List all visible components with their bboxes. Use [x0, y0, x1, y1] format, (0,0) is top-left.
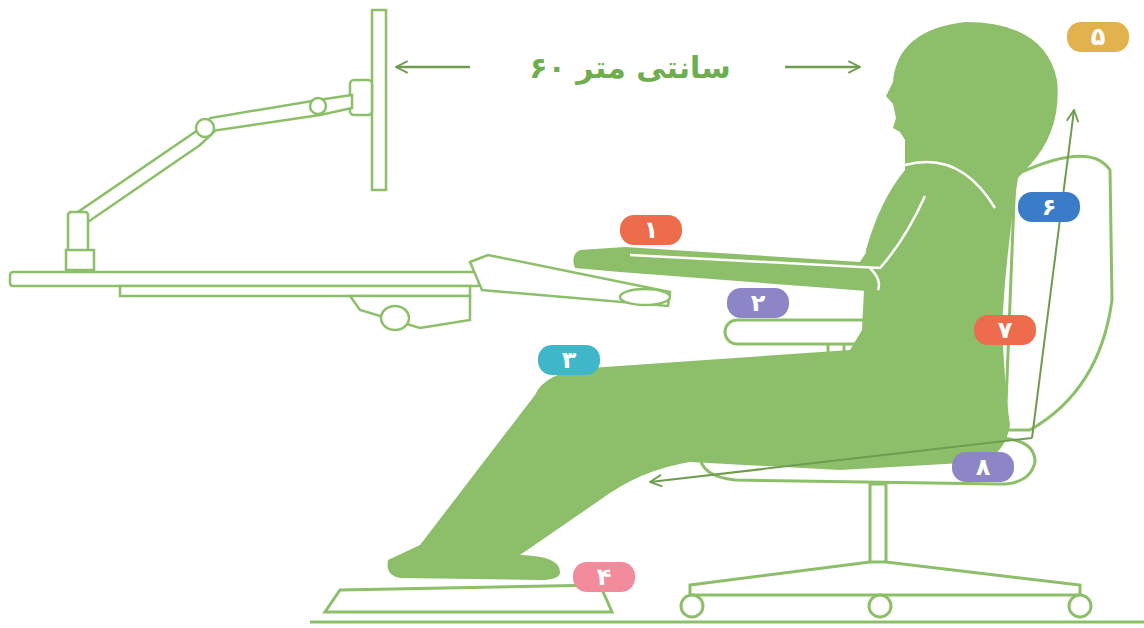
person-silhouette [388, 22, 1058, 580]
posture-axes [650, 110, 1074, 482]
callout-number: ۷ [974, 315, 1036, 345]
callout-number: ۱ [620, 215, 682, 245]
dimension-label: ۶۰ سانتی متر [480, 42, 780, 92]
callout-number: ۸ [952, 452, 1014, 482]
callout-number: ۶ [1018, 192, 1080, 222]
callout-number: ۲ [727, 288, 789, 318]
desk [10, 255, 670, 330]
callout-number: ۵ [1067, 22, 1129, 52]
footrest [325, 585, 612, 612]
callout-number: ۴ [573, 562, 635, 592]
callout-number: ۳ [538, 345, 600, 375]
person-arm [573, 190, 945, 292]
outline-lines [630, 162, 995, 290]
monitor-arm [66, 10, 386, 270]
floor-line [310, 621, 1144, 624]
